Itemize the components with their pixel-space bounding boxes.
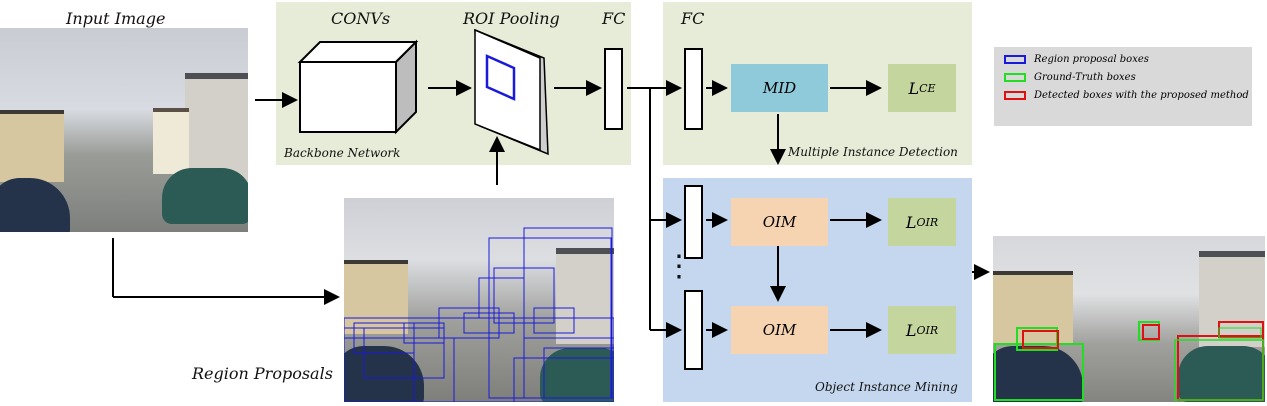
car-green [1178, 346, 1265, 402]
legend-item-detected: Detected boxes with the proposed method [1004, 90, 1252, 101]
house-left [344, 260, 408, 334]
loss-ce-main: L [908, 78, 920, 98]
fc-label-1: FC [602, 9, 626, 28]
car-dark [993, 346, 1083, 402]
oim-module-2: OIM [731, 306, 828, 354]
loss-ce-sub: CE [919, 81, 936, 95]
car-green [540, 348, 614, 402]
legend-label: Ground-Truth boxes [1034, 72, 1136, 83]
oim-module-2-label: OIM [762, 321, 797, 339]
legend-item-ground-truth: Ground-Truth boxes [1004, 72, 1252, 83]
house-right [556, 248, 614, 344]
vertical-dots-icon: ⋮ [664, 249, 694, 284]
loss-oir-2-main: L [905, 320, 917, 340]
convs-label: CONVs [331, 9, 391, 28]
oim-module-1-label: OIM [762, 213, 797, 231]
mid-module: MID [731, 64, 828, 112]
legend: Region proposal boxes Ground-Truth boxes… [994, 47, 1252, 126]
loss-oir-2-sub: OIR [916, 323, 939, 337]
backbone-panel [276, 2, 631, 165]
loss-oir-1-sub: OIR [916, 215, 939, 229]
legend-swatch-blue [1004, 55, 1026, 64]
oim-section-label: Object Instance Mining [815, 380, 958, 394]
backbone-label: Backbone Network [284, 146, 401, 160]
legend-swatch-green [1004, 73, 1026, 82]
mid-section-label: Multiple Instance Detection [788, 145, 958, 159]
proposal-boxes [344, 227, 614, 402]
legend-item-proposal: Region proposal boxes [1004, 54, 1252, 65]
house-left [0, 110, 64, 182]
car-green [162, 168, 248, 224]
region-proposals-label: Region Proposals [192, 364, 333, 383]
legend-swatch-red [1004, 91, 1026, 100]
result-image [993, 236, 1265, 402]
legend-label: Region proposal boxes [1034, 54, 1149, 65]
house-mid [153, 108, 189, 174]
input-image-label: Input Image [66, 9, 166, 28]
detected-boxes [994, 321, 1264, 401]
house-left [993, 271, 1073, 343]
mid-module-label: MID [762, 79, 797, 97]
house-right [1199, 251, 1265, 347]
loss-oir-1-main: L [905, 212, 917, 232]
oim-module-1: OIM [731, 198, 828, 246]
car-dark [0, 178, 70, 232]
legend-label: Detected boxes with the proposed method [1034, 90, 1249, 101]
region-proposals-image [344, 198, 614, 402]
fc-label-2: FC [681, 9, 705, 28]
car-dark [344, 346, 424, 402]
input-image [0, 28, 248, 232]
roi-pooling-label: ROI Pooling [463, 9, 560, 28]
